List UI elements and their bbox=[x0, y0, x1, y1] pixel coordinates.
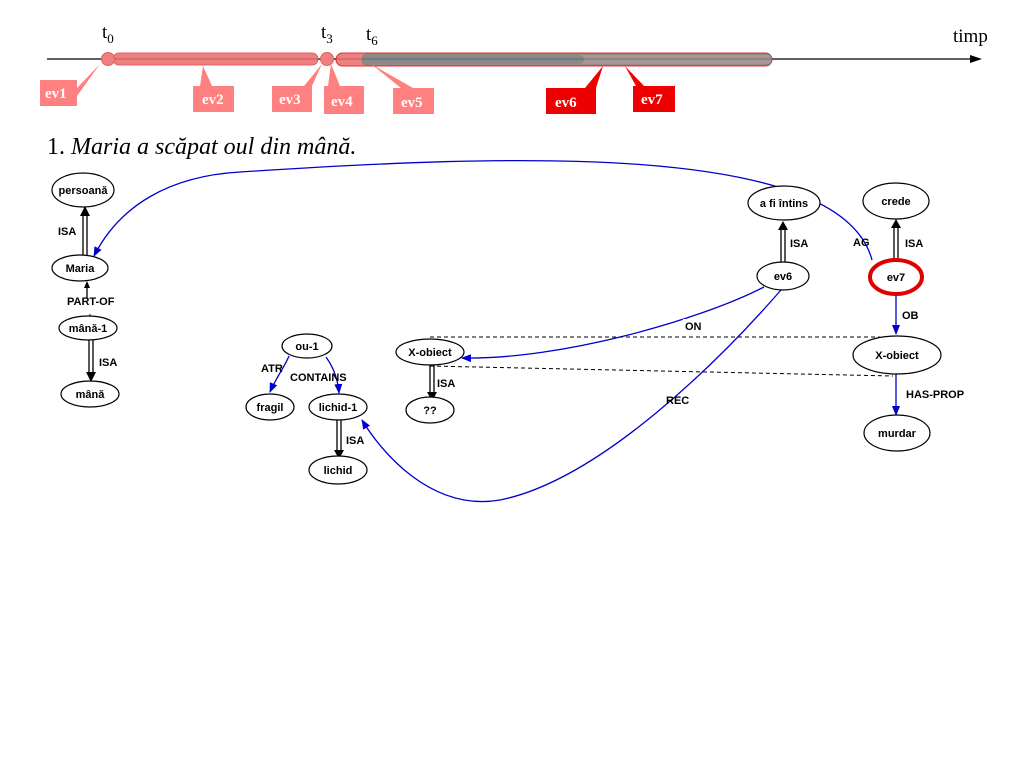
svg-text:X-obiect: X-obiect bbox=[875, 350, 919, 362]
point-ev1 bbox=[101, 52, 115, 66]
svg-text:ATR: ATR bbox=[261, 363, 283, 375]
node-ev6: ev6 bbox=[756, 261, 810, 291]
callout-ev6: ev6 bbox=[546, 66, 603, 114]
svg-text:ev1: ev1 bbox=[45, 86, 67, 102]
coref-line-bottom bbox=[429, 365, 894, 377]
svg-text:AG: AG bbox=[853, 237, 870, 249]
svg-text:ou-1: ou-1 bbox=[295, 341, 318, 353]
node-a-fi-intins: a fi întins bbox=[747, 185, 821, 221]
svg-text:mână-1: mână-1 bbox=[69, 323, 108, 335]
svg-text:ev7: ev7 bbox=[887, 272, 905, 284]
svg-text:murdar: murdar bbox=[878, 428, 917, 440]
node-x-obiect-left: X-obiect bbox=[395, 338, 465, 366]
svg-text:fragil: fragil bbox=[257, 402, 284, 414]
svg-text:ISA: ISA bbox=[905, 238, 923, 250]
svg-text:X-obiect: X-obiect bbox=[408, 347, 452, 359]
edge-isa-xobiect: ISA bbox=[427, 364, 455, 401]
tick-t6: t6 bbox=[366, 24, 378, 48]
svg-text:ev6: ev6 bbox=[774, 271, 792, 283]
node-x-obiect-right: X-obiect bbox=[852, 335, 942, 375]
edge-contains: CONTAINS bbox=[290, 356, 347, 394]
svg-text:mână: mână bbox=[76, 389, 106, 401]
tick-t0: t0 bbox=[102, 22, 114, 46]
callout-ev1: ev1 bbox=[40, 64, 100, 106]
node-crede: crede bbox=[862, 182, 930, 220]
node-lichid: lichid bbox=[308, 455, 368, 485]
svg-text:OB: OB bbox=[902, 310, 919, 322]
svg-text:REC: REC bbox=[666, 395, 689, 407]
svg-text:ISA: ISA bbox=[437, 378, 455, 390]
svg-text:lichid: lichid bbox=[324, 465, 353, 477]
edge-isa-maria: ISA bbox=[58, 206, 90, 256]
edge-on: ON bbox=[461, 286, 765, 363]
callout-ev2: ev2 bbox=[193, 66, 234, 112]
svg-text:ISA: ISA bbox=[99, 357, 117, 369]
node-ou-1: ou-1 bbox=[281, 333, 333, 359]
graph-edges: ISA PART-OF ISA ATR CONTAINS bbox=[58, 159, 964, 503]
edge-atr: ATR bbox=[261, 355, 290, 393]
edge-rec: REC bbox=[361, 289, 782, 503]
node-persoana: persoană bbox=[51, 172, 115, 208]
node-mana-1: mână-1 bbox=[58, 315, 118, 341]
tick-t3: t3 bbox=[321, 22, 333, 46]
node-murdar: murdar bbox=[863, 414, 931, 452]
timeline: timp t0 t3 t6 ev1 ev2 ev3 ev4 bbox=[40, 22, 988, 114]
svg-text:ev4: ev4 bbox=[331, 94, 353, 110]
edge-hasprop: HAS-PROP bbox=[892, 374, 964, 416]
time-axis-label: timp bbox=[953, 26, 988, 47]
edge-isa-ev7: ISA bbox=[891, 219, 923, 259]
svg-text:a fi întins: a fi întins bbox=[760, 198, 808, 210]
svg-text:PART-OF: PART-OF bbox=[67, 296, 115, 308]
node-lichid-1: lichid-1 bbox=[308, 393, 368, 421]
graph-nodes: persoană Maria mână-1 mână ou-1 fragil l… bbox=[51, 172, 942, 485]
svg-text:ON: ON bbox=[685, 321, 702, 333]
callout-ev5: ev5 bbox=[371, 64, 434, 114]
callout-ev7: ev7 bbox=[625, 66, 675, 112]
point-ev3-ev4 bbox=[320, 52, 334, 66]
example-sentence: 1.Maria a scăpat oul din mână. bbox=[47, 134, 356, 160]
time-axis-arrowhead bbox=[970, 55, 982, 63]
interval-ev6-overlap bbox=[362, 55, 584, 64]
node-unknown: ?? bbox=[405, 396, 455, 424]
svg-text:ev3: ev3 bbox=[279, 92, 301, 108]
svg-text:ev6: ev6 bbox=[555, 95, 577, 111]
svg-text:crede: crede bbox=[881, 196, 910, 208]
svg-text:ISA: ISA bbox=[58, 226, 76, 238]
edge-partof: PART-OF bbox=[67, 281, 115, 317]
callout-ev4: ev4 bbox=[324, 64, 364, 114]
edge-ob: OB bbox=[892, 295, 919, 335]
callout-ev3: ev3 bbox=[272, 64, 322, 112]
svg-text:??: ?? bbox=[423, 405, 437, 417]
node-ev7: ev7 bbox=[868, 258, 924, 296]
svg-text:ev7: ev7 bbox=[641, 92, 663, 108]
svg-text:ev2: ev2 bbox=[202, 92, 224, 108]
node-mana: mână bbox=[60, 380, 120, 408]
svg-text:ISA: ISA bbox=[790, 238, 808, 250]
edge-isa-lichid: ISA bbox=[334, 420, 364, 459]
node-fragil: fragil bbox=[245, 393, 295, 421]
svg-text:ev5: ev5 bbox=[401, 95, 423, 111]
svg-text:persoană: persoană bbox=[59, 185, 109, 197]
svg-text:Maria: Maria bbox=[66, 263, 96, 275]
svg-text:lichid-1: lichid-1 bbox=[319, 402, 358, 414]
svg-text:HAS-PROP: HAS-PROP bbox=[906, 389, 964, 401]
edge-isa-ev6: ISA bbox=[778, 221, 808, 262]
edge-isa-mana: ISA bbox=[86, 339, 117, 382]
svg-text:CONTAINS: CONTAINS bbox=[290, 372, 347, 384]
svg-text:ISA: ISA bbox=[346, 435, 364, 447]
node-maria: Maria bbox=[51, 254, 109, 282]
